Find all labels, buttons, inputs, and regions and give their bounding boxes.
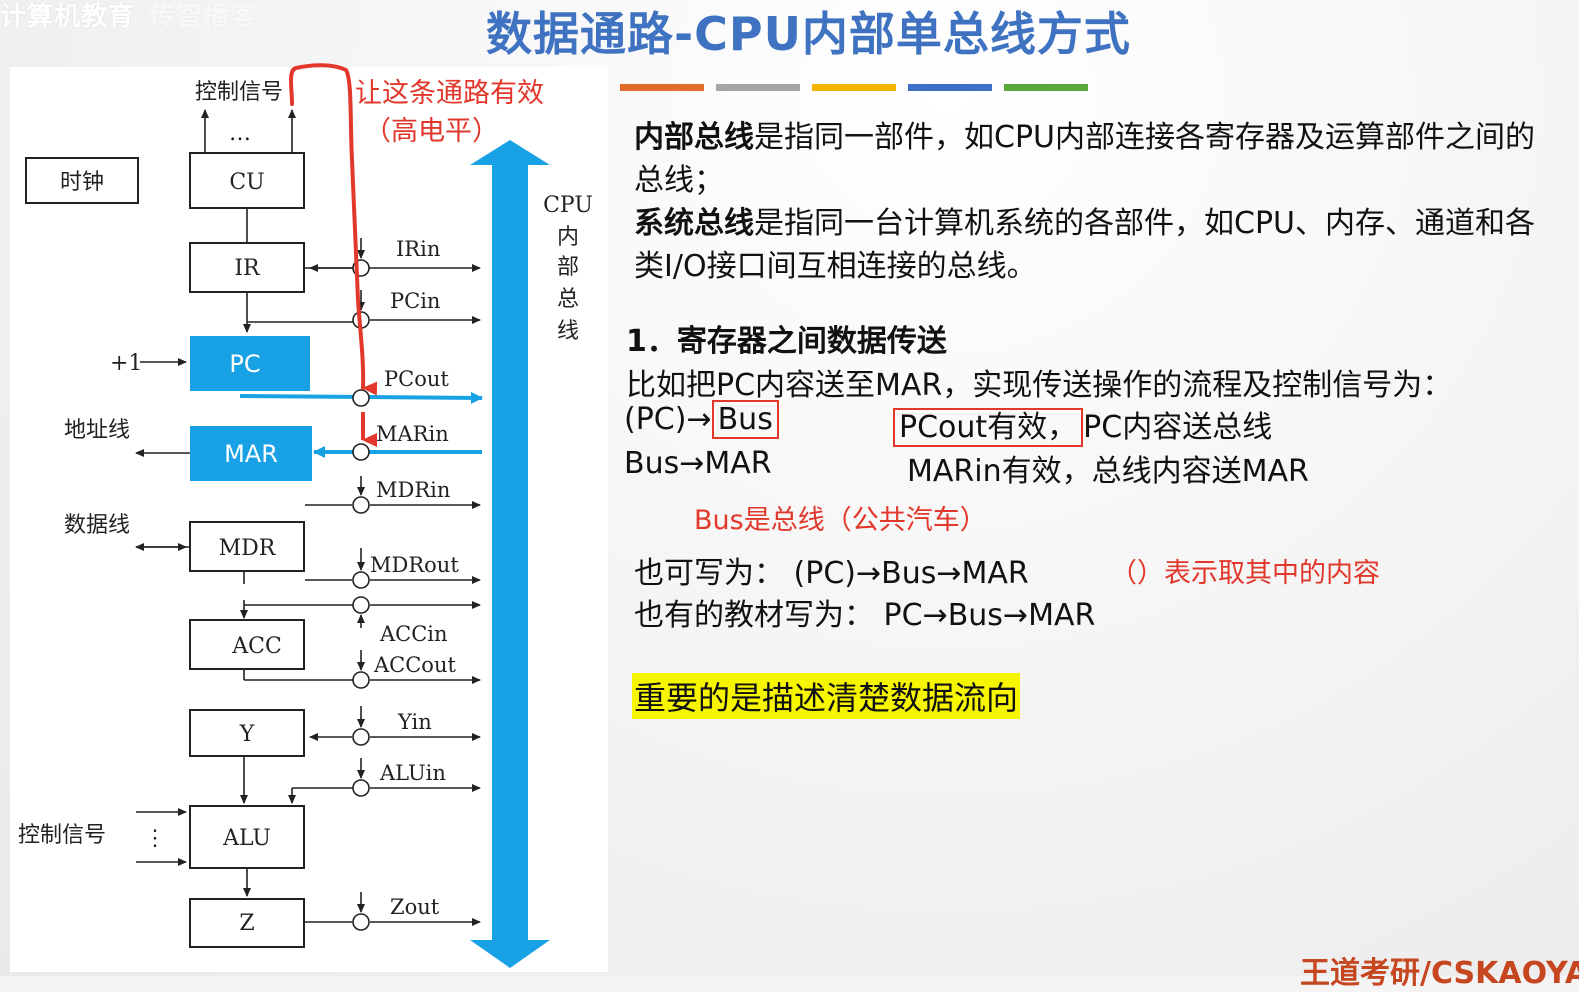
- stripe: [908, 84, 992, 91]
- alt-notation-2: 也有的教材写为： PC→Bus→MAR: [634, 598, 1096, 633]
- pcout-boxed: PCout有效，: [893, 408, 1084, 447]
- stripe: [620, 84, 704, 91]
- diagram-panel: [10, 67, 608, 972]
- stripe: [1004, 84, 1088, 91]
- stripe: [812, 84, 896, 91]
- key-point-highlight: 重要的是描述清楚数据流向: [632, 673, 1021, 719]
- step2-expression: Bus→MAR: [624, 446, 772, 481]
- step1-expression: (PC)→Bus: [624, 400, 779, 439]
- intro-text: 内部总线是指同一部件，如CPU内部连接各寄存器及运算部件之间的总线； 系统总线是…: [634, 116, 1564, 288]
- alt-notation-1: 也可写为： (PC)→Bus→MAR: [634, 556, 1029, 591]
- footer-brand: 王道考研/CSKAOYAN: [1300, 956, 1579, 991]
- step2-description: MARin有效，总线内容送MAR: [907, 454, 1309, 489]
- bus-note: Bus是总线（公共汽车）: [694, 505, 987, 536]
- bus-boxed: Bus: [711, 400, 779, 439]
- parentheses-note: （）表示取其中的内容: [1110, 558, 1380, 589]
- stripe: [716, 84, 800, 91]
- internal-bus-definition: 内部总线是指同一部件，如CPU内部连接各寄存器及运算部件之间的总线；: [634, 120, 1535, 198]
- example-text: 比如把PC内容送至MAR，实现传送操作的流程及控制信号为：: [626, 368, 1453, 403]
- slide-title: 数据通路-CPU内部单总线方式: [486, 7, 1131, 61]
- section-title: 1．寄存器之间数据传送: [626, 324, 947, 359]
- system-bus-definition: 系统总线是指同一台计算机系统的各部件，如CPU、内存、通道和各类I/O接口间互相…: [634, 206, 1535, 284]
- watermark: 计算机教育传智播客: [0, 2, 258, 32]
- step1-description: PCout有效，PC内容送总线: [893, 402, 1272, 447]
- decorative-stripes: [612, 84, 1092, 92]
